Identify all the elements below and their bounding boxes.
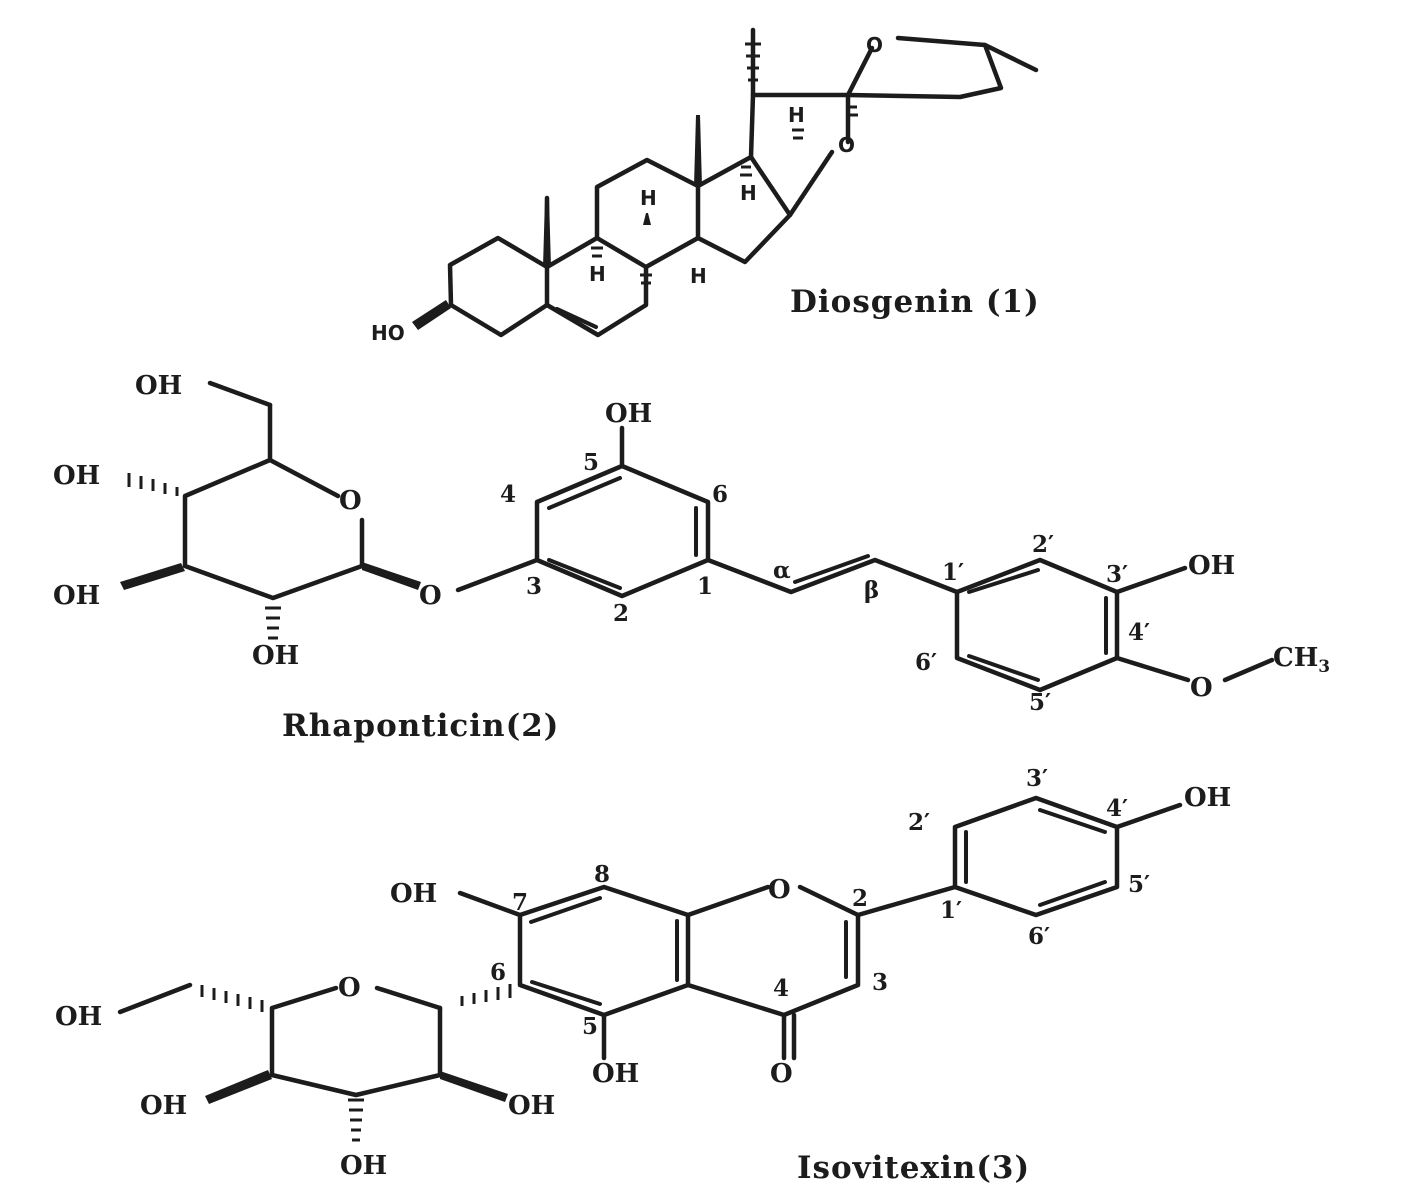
isovitexin-pos-5: 5 [582, 1013, 598, 1040]
rhaponticin-pos-4: 4 [500, 481, 516, 508]
rhaponticin-glycosidic-oxygen: O [419, 581, 442, 611]
rhaponticin-glc-c2-oh: OH [252, 641, 299, 671]
diosgenin-caption: Diosgenin (1) [790, 284, 1040, 320]
diosgenin-h-c17-label: H [740, 181, 757, 205]
isovitexin-glc-c6-oh: OH [55, 1002, 102, 1032]
rhaponticin-c5-oh: OH [605, 399, 652, 429]
rhaponticin-pos-5: 5 [583, 449, 599, 476]
rhaponticin-glc-c3-oh: OH [53, 581, 100, 611]
isovitexin-pos-3: 3 [872, 969, 888, 996]
rhaponticin-glc-ring-oxygen: O [339, 486, 362, 516]
diosgenin-h-c8-label: H [640, 186, 657, 210]
isovitexin-ring-oxygen: O [768, 875, 791, 905]
rhaponticin-pos-3p: 3′ [1106, 561, 1128, 588]
isovitexin-pos-1p: 1′ [940, 897, 962, 924]
isovitexin-c5-oh: OH [592, 1059, 639, 1089]
isovitexin-c4p-oh: OH [1184, 783, 1231, 813]
rhaponticin-pos-1p: 1′ [942, 559, 964, 586]
isovitexin-pos-4: 4 [773, 975, 789, 1002]
rhaponticin-pos-1: 1 [697, 573, 713, 600]
isovitexin-glc-c2-oh: OH [508, 1091, 555, 1121]
isovitexin-c4-carbonyl-oxygen: O [770, 1059, 793, 1089]
rhaponticin-c4p-oxygen: O [1190, 673, 1213, 703]
rhaponticin-pos-2p: 2′ [1032, 531, 1054, 558]
rhaponticin-structure: OH OH OH OH O O OH OH O CH3 5 4 6 3 2 1 … [53, 371, 1330, 744]
isovitexin-pos-6p: 6′ [1028, 923, 1050, 950]
rhaponticin-pos-beta: β [864, 577, 879, 604]
rhaponticin-pos-3: 3 [526, 573, 542, 600]
isovitexin-pos-4p: 4′ [1106, 795, 1128, 822]
isovitexin-pos-7: 7 [512, 889, 528, 916]
isovitexin-pos-2: 2 [852, 885, 868, 912]
diosgenin-h-c14-label: H [690, 264, 707, 288]
rhaponticin-methyl-subscript: 3 [1318, 657, 1330, 677]
isovitexin-pos-6: 6 [490, 959, 506, 986]
isovitexin-structure: OH O OH O OH O OH OH OH OH 8 7 6 5 4 3 2… [55, 765, 1231, 1186]
rhaponticin-caption: Rhaponticin(2) [282, 708, 559, 744]
diosgenin-ring-oxygen-label: O [866, 33, 883, 57]
rhaponticin-pos-4p: 4′ [1128, 619, 1150, 646]
rhaponticin-c3p-oh: OH [1188, 551, 1235, 581]
rhaponticin-pos-5p: 5′ [1029, 689, 1051, 716]
rhaponticin-pos-alpha: α [773, 557, 791, 584]
diosgenin-structure: HO O O H H H H H Diosgenin (1) [371, 27, 1040, 345]
rhaponticin-glc-c6-oh: OH [135, 371, 182, 401]
rhaponticin-methyl: CH3 [1273, 643, 1330, 677]
isovitexin-pos-8: 8 [594, 861, 610, 888]
isovitexin-caption: Isovitexin(3) [797, 1150, 1030, 1186]
isovitexin-c7-oh: OH [390, 879, 437, 909]
rhaponticin-pos-6p: 6′ [915, 649, 937, 676]
isovitexin-glc-c3-oh: OH [340, 1151, 387, 1181]
isovitexin-pos-3p: 3′ [1026, 765, 1048, 792]
isovitexin-glc-ring-oxygen: O [338, 973, 361, 1003]
rhaponticin-glc-c4-oh: OH [53, 461, 100, 491]
rhaponticin-pos-6: 6 [712, 481, 728, 508]
diosgenin-h-c16-label: H [788, 103, 805, 127]
diosgenin-ho-label: HO [371, 321, 405, 345]
diosgenin-h-c9-label: H [589, 262, 606, 286]
isovitexin-pos-5p: 5′ [1128, 871, 1150, 898]
isovitexin-glc-c4-oh: OH [140, 1091, 187, 1121]
isovitexin-pos-2p: 2′ [908, 809, 930, 836]
rhaponticin-pos-2: 2 [613, 600, 629, 627]
diosgenin-furan-oxygen-label: O [838, 133, 855, 157]
